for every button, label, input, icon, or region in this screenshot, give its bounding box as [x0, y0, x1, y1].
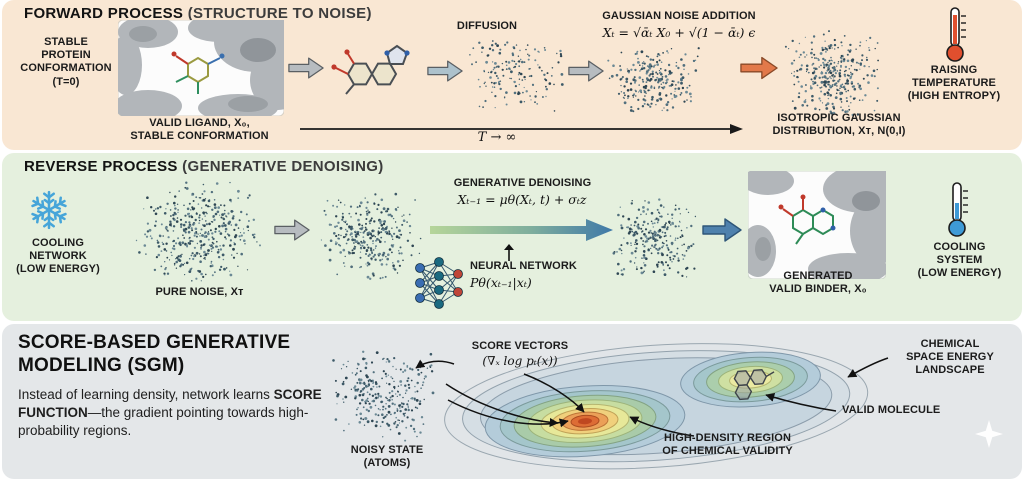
- neural-network-icon: [415, 257, 463, 309]
- sgm-description-part2: —the gradient pointing towards high-prob…: [18, 405, 309, 439]
- generative-denoising-formula: Xₜ₋₁ = μθ(Xₜ, t) + σₜz: [457, 192, 587, 207]
- thermometer-hot-icon: [946, 7, 966, 62]
- generated-binder-caption: GENERATED VALID BINDER, X₀: [769, 270, 867, 296]
- generative-denoising-title: GENERATIVE DENOISING: [453, 177, 592, 189]
- pure-noise-caption: PURE NOISE, Xᴛ: [155, 286, 244, 298]
- reverse-panel-title: REVERSE PROCESS (GENERATIVE DENOISING): [24, 158, 384, 175]
- sgm-description-bold: SCORE FUNCTION: [18, 387, 322, 421]
- high-density-label: HIGH-DENSITY REGION OF CHEMICAL VALIDITY: [662, 432, 793, 458]
- reverse-step-arrow-blue: [702, 218, 742, 242]
- valid-molecule-icon: [733, 369, 775, 401]
- sgm-panel: SCORE-BASED GENERATIVE MODELING (SGM) In…: [2, 324, 1022, 479]
- protein-pocket-ligand-image: [118, 20, 284, 116]
- gaussian-noise-title: GAUSSIAN NOISE ADDITION: [602, 10, 756, 22]
- reverse-step-arrow-1: [274, 219, 310, 241]
- ligand-structure-image: [331, 44, 410, 95]
- valid-molecule-label: VALID MOLECULE: [842, 404, 941, 416]
- sparkle-icon: [975, 420, 1003, 448]
- raising-temperature-label: RAISING TEMPERATURE (HIGH ENTROPY): [907, 64, 1001, 103]
- valid-ligand-caption: VALID LIGAND, X₀, STABLE CONFORMATION: [130, 117, 269, 143]
- thermometer-cold-icon: [948, 182, 968, 237]
- score-vectors-formula: (∇ₓ log pₜ(x)): [482, 354, 558, 368]
- cooling-system-label: COOLING SYSTEM (LOW ENERGY): [917, 241, 1002, 280]
- sgm-description: Instead of learning density, network lea…: [18, 386, 323, 441]
- nn-pointer-arrow: [504, 244, 514, 261]
- score-vectors-label: SCORE VECTORS: [471, 340, 569, 352]
- neural-network-formula: Pθ(xₜ₋₁|xₜ): [470, 275, 532, 290]
- denoising-cloud-1: [320, 191, 422, 283]
- forward-title-bold: FORWARD PROCESS: [24, 5, 184, 22]
- gaussian-noise-formula: Xₜ = √ᾱₜ X₀ + √(1 − ᾱₜ) ϵ: [602, 25, 756, 40]
- forward-process-panel: FORWARD PROCESS (STRUCTURE TO NOISE) STA…: [2, 0, 1022, 150]
- noisy-state-label: NOISY STATE (ATOMS): [350, 444, 424, 470]
- sgm-title: SCORE-BASED GENERATIVE MODELING (SGM): [18, 332, 291, 376]
- diffusing-molecule-noise-cloud: [464, 36, 564, 114]
- snowflake-icon: [29, 190, 69, 230]
- reverse-title-bold: REVERSE PROCESS: [24, 158, 178, 175]
- noisy-state-cloud: [330, 350, 438, 442]
- forward-title-sub: (STRUCTURE TO NOISE): [183, 5, 372, 22]
- reverse-process-panel: REVERSE PROCESS (GENERATIVE DENOISING) C…: [2, 153, 1022, 321]
- chemical-space-label: CHEMICAL SPACE ENERGY LANDSCAPE: [906, 338, 994, 377]
- isotropic-gaussian-caption: ISOTROPIC GAUSSIAN DISTRIBUTION, Xᴛ, N(0…: [772, 112, 906, 138]
- generated-molecule-icon: [778, 194, 836, 245]
- cooling-network-label: COOLING NETWORK (LOW ENERGY): [16, 237, 100, 276]
- time-infinity-label: T → ∞: [477, 130, 517, 145]
- generated-binder-image: [748, 171, 886, 279]
- time-axis-arrow: [300, 124, 743, 134]
- stable-conformation-label: STABLE PROTEIN CONFORMATION (T=0): [20, 36, 112, 88]
- denoising-gradient-arrow: [430, 219, 613, 241]
- pure-noise-cloud: [134, 181, 262, 283]
- isotropic-gaussian-cloud: [784, 30, 884, 118]
- sgm-description-part1: Instead of learning density, network lea…: [18, 387, 274, 402]
- forward-step-arrow-orange: [740, 56, 778, 80]
- partial-noise-cloud: [604, 44, 702, 116]
- denoising-cloud-2: [610, 197, 698, 279]
- neural-network-label: NEURAL NETWORK: [470, 260, 577, 272]
- reverse-title-sub: (GENERATIVE DENOISING): [177, 158, 384, 175]
- diffusion-label: DIFFUSION: [456, 20, 518, 32]
- ligand-molecule-icon: [171, 51, 225, 94]
- forward-step-arrow-1: [288, 57, 324, 79]
- forward-step-arrow-2: [427, 60, 463, 82]
- forward-step-arrow-3: [568, 60, 604, 82]
- forward-panel-title: FORWARD PROCESS (STRUCTURE TO NOISE): [24, 5, 372, 22]
